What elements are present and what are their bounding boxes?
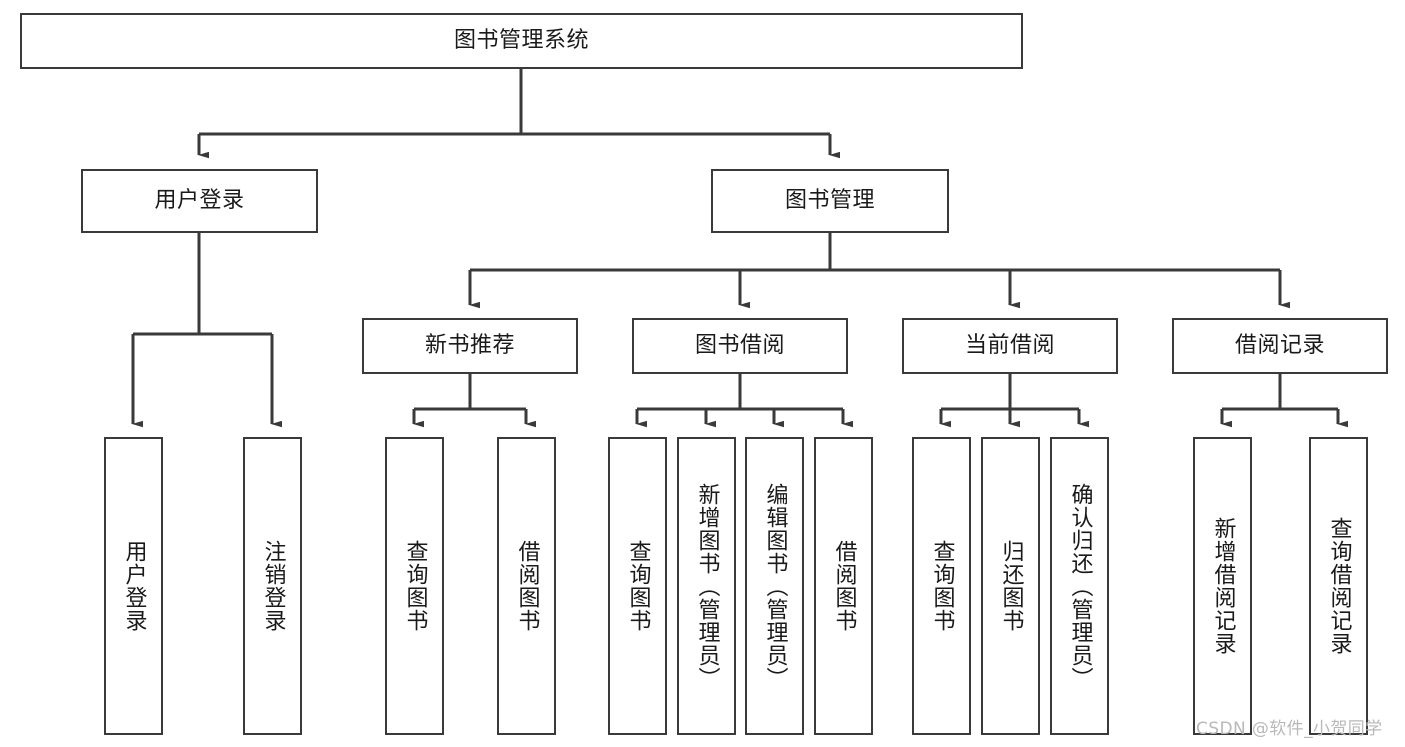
node-borrow-record-label: 借阅记录 bbox=[1234, 332, 1325, 358]
edge-book-borrow-to-leaves bbox=[635, 374, 853, 428]
node-book-manage[interactable]: 图书管理 bbox=[711, 169, 949, 233]
leaf-confirm-return[interactable]: 确认归还（管理员） bbox=[1050, 437, 1109, 735]
leaf-query-borrow-record-label: 查询借阅记录 bbox=[1326, 517, 1352, 655]
leaf-user-login-label: 用户登录 bbox=[121, 540, 147, 632]
leaf-add-book-label: 新增图书（管理员） bbox=[694, 482, 720, 690]
node-new-book-recommend[interactable]: 新书推荐 bbox=[362, 318, 578, 374]
node-root-label: 图书管理系统 bbox=[453, 27, 589, 53]
leaf-edit-book[interactable]: 编辑图书（管理员） bbox=[745, 437, 804, 735]
leaf-confirm-return-label: 确认归还（管理员） bbox=[1067, 482, 1093, 690]
leaf-borrow-book-2[interactable]: 借阅图书 bbox=[814, 437, 873, 735]
node-borrow-record[interactable]: 借阅记录 bbox=[1172, 318, 1388, 374]
edge-borrow-record-to-leaves bbox=[1220, 374, 1348, 428]
edge-book-manage-to-level3 bbox=[468, 233, 1290, 309]
leaf-logout[interactable]: 注销登录 bbox=[243, 437, 302, 735]
edge-current-borrow-to-leaves bbox=[939, 374, 1089, 428]
node-root[interactable]: 图书管理系统 bbox=[20, 13, 1023, 69]
node-current-borrow-label: 当前借阅 bbox=[964, 332, 1055, 358]
leaf-query-borrow-record[interactable]: 查询借阅记录 bbox=[1309, 437, 1368, 735]
leaf-return-book[interactable]: 归还图书 bbox=[981, 437, 1040, 735]
leaf-edit-book-label: 编辑图书（管理员） bbox=[762, 482, 788, 690]
leaf-query-book-1[interactable]: 查询图书 bbox=[385, 437, 444, 735]
leaf-borrow-book-1-label: 借阅图书 bbox=[514, 540, 540, 632]
leaf-logout-label: 注销登录 bbox=[260, 540, 286, 632]
leaf-add-borrow-record[interactable]: 新增借阅记录 bbox=[1193, 437, 1252, 735]
node-book-borrow-label: 图书借阅 bbox=[694, 332, 785, 358]
leaf-query-book-3-label: 查询图书 bbox=[929, 540, 955, 632]
leaf-query-book-3[interactable]: 查询图书 bbox=[912, 437, 971, 735]
leaf-return-book-label: 归还图书 bbox=[998, 540, 1024, 632]
node-current-borrow[interactable]: 当前借阅 bbox=[902, 318, 1118, 374]
leaf-query-book-2[interactable]: 查询图书 bbox=[608, 437, 667, 735]
node-new-book-recommend-label: 新书推荐 bbox=[424, 332, 515, 358]
node-book-manage-label: 图书管理 bbox=[784, 187, 875, 213]
edge-root-to-level2 bbox=[197, 69, 840, 159]
leaf-add-borrow-record-label: 新增借阅记录 bbox=[1210, 517, 1236, 655]
leaf-borrow-book-2-label: 借阅图书 bbox=[831, 540, 857, 632]
node-book-borrow[interactable]: 图书借阅 bbox=[632, 318, 848, 374]
leaf-query-book-1-label: 查询图书 bbox=[402, 540, 428, 632]
leaf-borrow-book-1[interactable]: 借阅图书 bbox=[497, 437, 556, 735]
edge-new-book-rec-to-leaves bbox=[412, 374, 536, 428]
edge-user-login-to-leaves bbox=[131, 233, 282, 428]
leaf-user-login[interactable]: 用户登录 bbox=[104, 437, 163, 735]
node-user-login-label: 用户登录 bbox=[154, 187, 245, 213]
node-user-login[interactable]: 用户登录 bbox=[81, 169, 318, 233]
leaf-add-book[interactable]: 新增图书（管理员） bbox=[677, 437, 736, 735]
leaf-query-book-2-label: 查询图书 bbox=[625, 540, 651, 632]
